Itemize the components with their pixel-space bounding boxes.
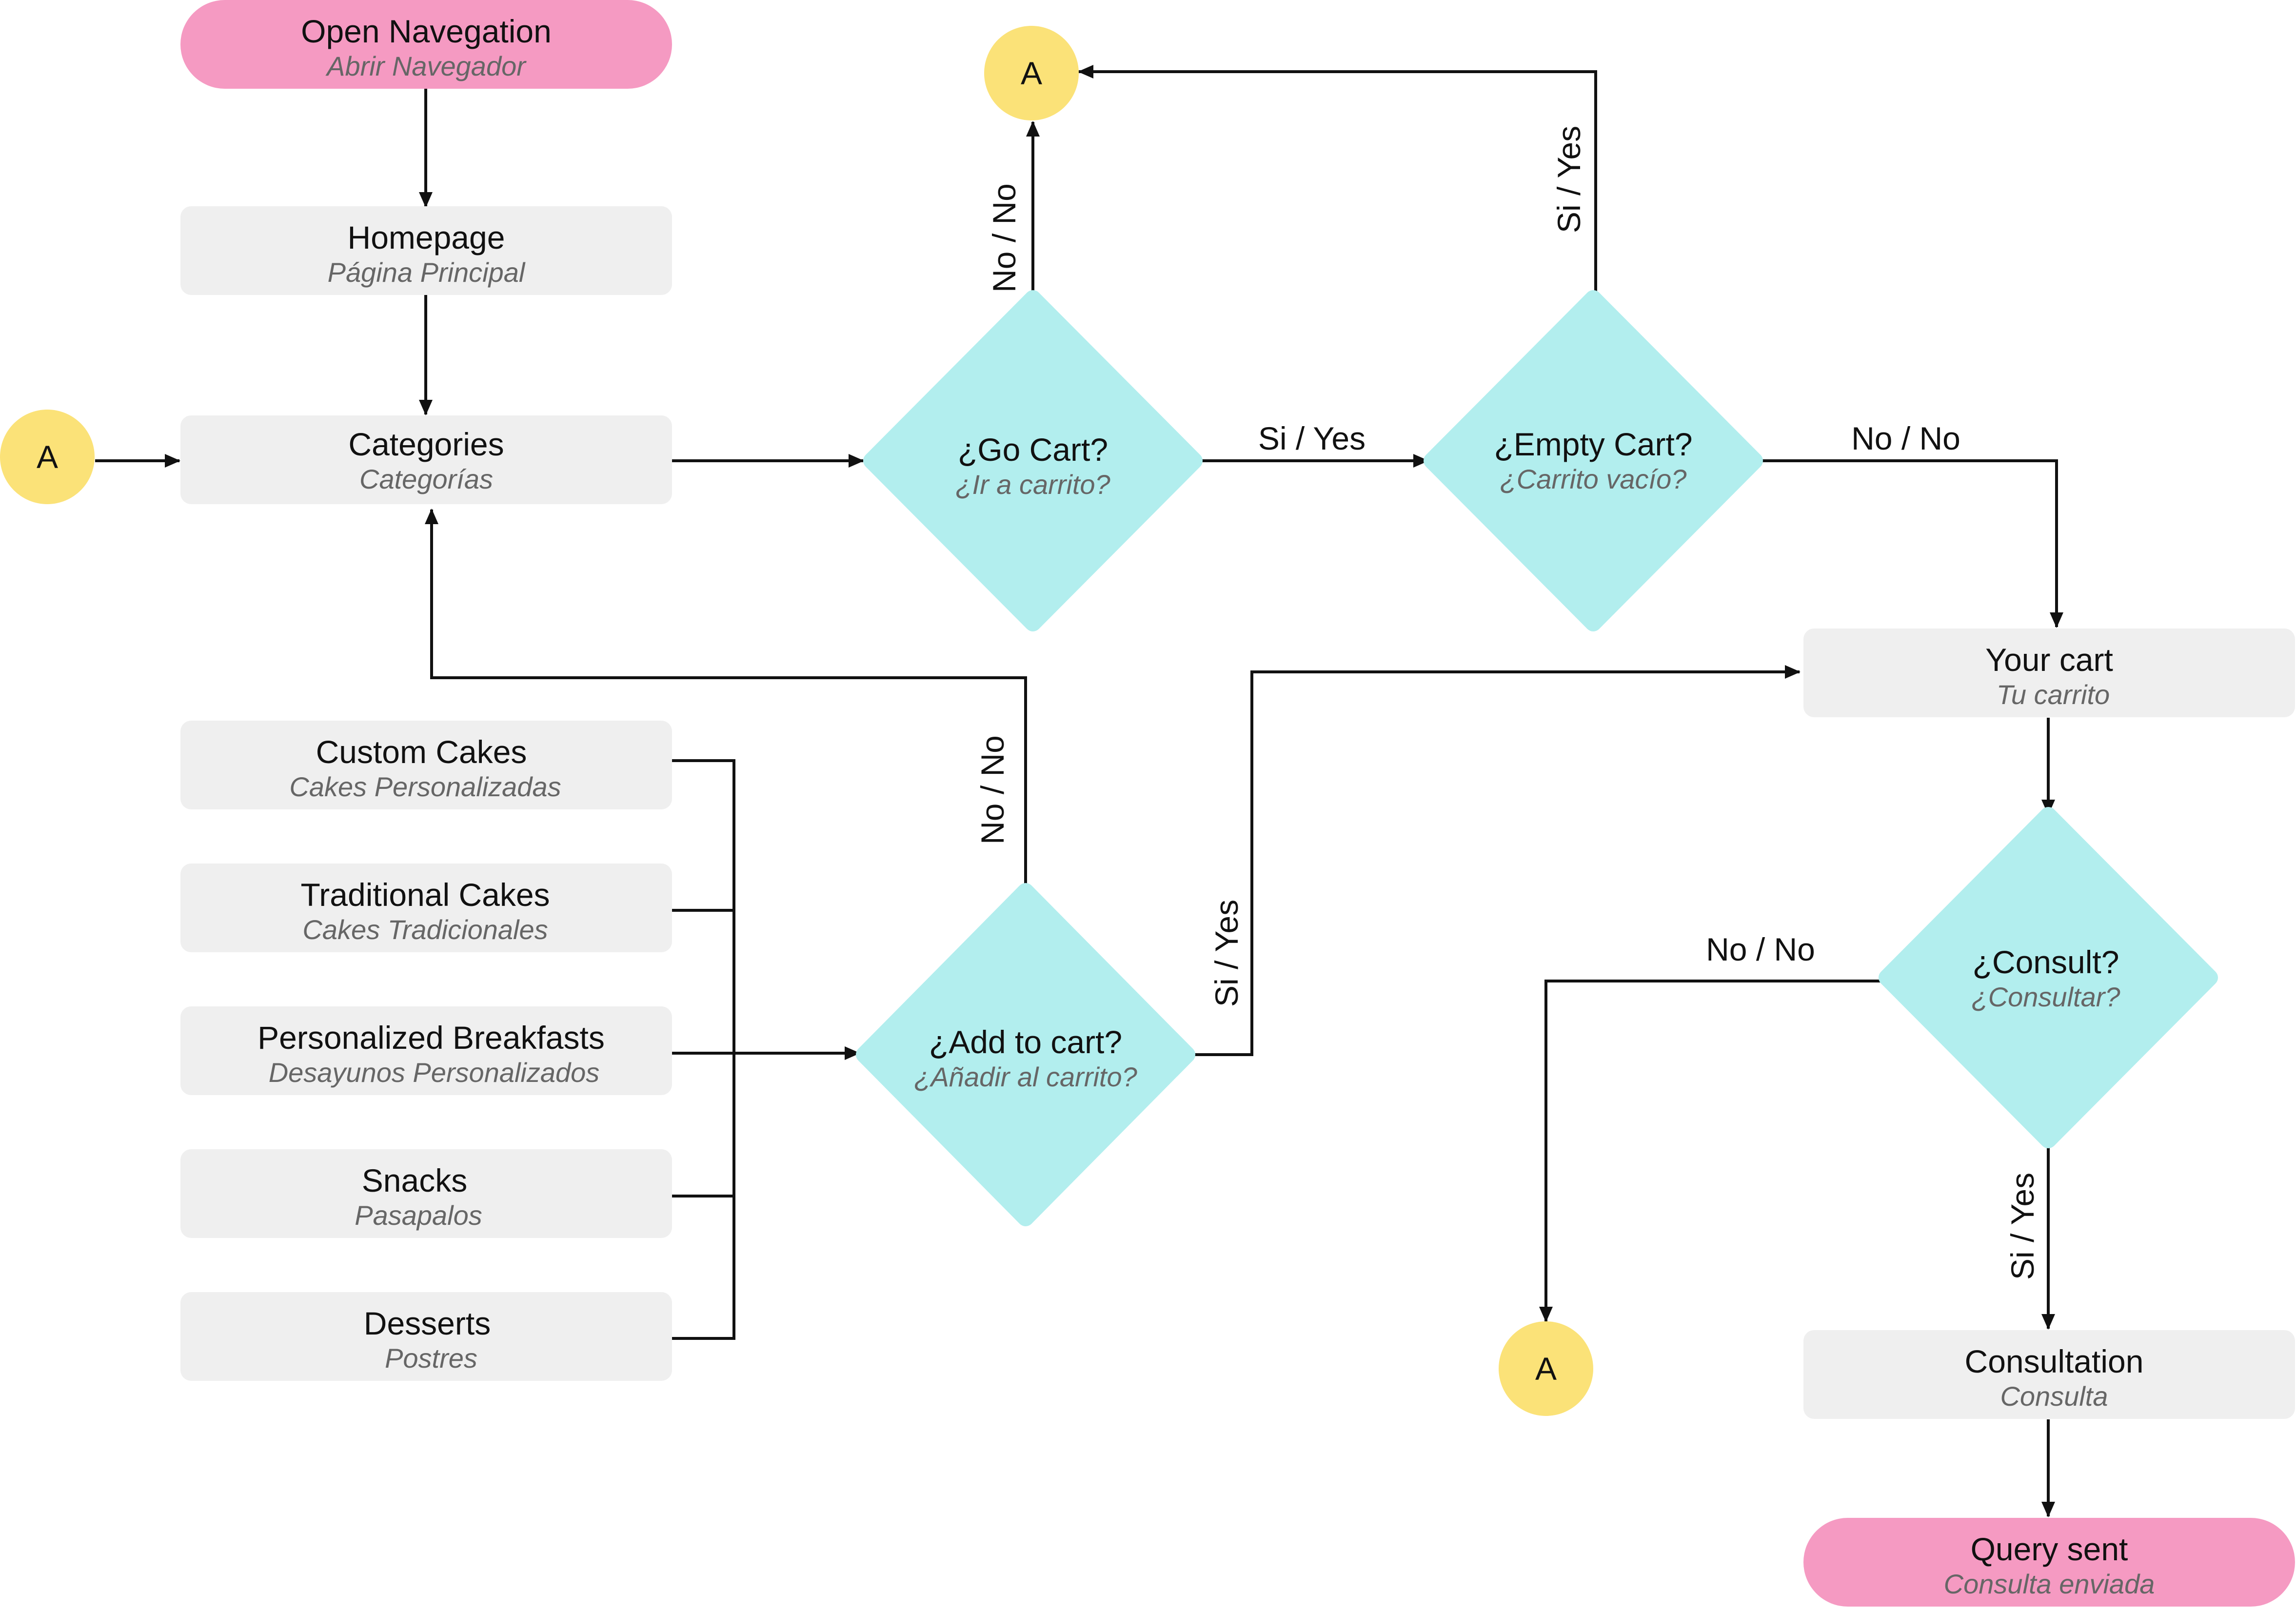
edge-labels: No / No Si / Yes Si / Yes No / No No / N… <box>974 126 2040 1280</box>
node-subtitle: Postres <box>385 1343 477 1374</box>
process-shape <box>180 206 672 295</box>
node-title: Traditional Cakes <box>300 877 550 913</box>
node-title: ¿Go Cart? <box>958 432 1108 468</box>
node-subtitle: Página Principal <box>328 257 526 288</box>
label-gocart-no: No / No <box>986 183 1022 293</box>
node-title: Desserts <box>364 1305 491 1341</box>
decision-shape <box>1879 807 2218 1148</box>
node-subtitle: ¿Añadir al carrito? <box>914 1061 1137 1092</box>
node-title: Open Navegation <box>301 13 552 49</box>
node-subtitle: ¿Ir a carrito? <box>955 469 1110 500</box>
node-your-cart: Your cart Tu carrito <box>1803 628 2295 717</box>
label-gocart-yes: Si / Yes <box>1258 420 1366 456</box>
node-snacks: Snacks Pasapalos <box>180 1149 672 1238</box>
label-addtocart-yes: Si / Yes <box>1208 900 1245 1007</box>
node-subtitle: Pasapalos <box>355 1200 482 1231</box>
label-consult-no: No / No <box>1706 931 1815 967</box>
connector-a-left: A <box>0 410 95 504</box>
node-subtitle: Categorías <box>359 464 493 494</box>
connector-circle <box>984 26 1079 120</box>
node-subtitle: Consulta <box>2000 1381 2108 1412</box>
process-shape <box>180 1292 672 1381</box>
terminal-shape <box>180 0 672 89</box>
edge-addtocart-no <box>425 509 1027 890</box>
decision-empty-cart: ¿Empty Cart? ¿Carrito vacío? <box>1424 290 1763 631</box>
node-query-sent: Query sent Consulta enviada <box>1803 1518 2295 1607</box>
decision-shape <box>863 290 1203 631</box>
node-subtitle: ¿Carrito vacío? <box>1500 464 1687 494</box>
process-shape <box>180 1006 672 1095</box>
node-categories: Categories Categorías <box>180 415 672 504</box>
node-desserts: Desserts Postres <box>180 1292 672 1381</box>
terminal-shape <box>1803 1518 2295 1607</box>
edges <box>95 65 2063 1517</box>
node-title: Homepage <box>348 219 505 255</box>
node-title: Query sent <box>1971 1531 2128 1567</box>
node-consultation: Consultation Consulta <box>1803 1330 2295 1419</box>
node-title: Your cart <box>1985 642 2113 678</box>
decision-consult: ¿Consult? ¿Consultar? <box>1879 807 2218 1148</box>
node-subtitle: Desayunos Personalizados <box>269 1057 600 1088</box>
node-title: ¿Add to cart? <box>929 1024 1122 1060</box>
node-subtitle: Abrir Navegador <box>325 51 527 81</box>
edge-emptycart-yes <box>1078 65 1597 299</box>
node-open-navigation: Open Navegation Abrir Navegador <box>180 0 672 89</box>
node-title: Consultation <box>1965 1343 2144 1379</box>
node-subtitle: Consulta enviada <box>1944 1569 2155 1599</box>
connector-label: A <box>1021 55 1042 91</box>
decision-add-to-cart: ¿Add to cart? ¿Añadir al carrito? <box>856 883 1195 1226</box>
connector-circle <box>1499 1321 1593 1416</box>
edge-consult-no <box>1539 980 1885 1322</box>
node-subtitle: Tu carrito <box>1997 679 2110 710</box>
label-addtocart-no: No / No <box>974 735 1010 844</box>
connector-a-top: A <box>984 26 1079 120</box>
connector-a-bottom: A <box>1499 1321 1593 1416</box>
node-homepage: Homepage Página Principal <box>180 206 672 295</box>
connector-label: A <box>1535 1351 1557 1387</box>
node-traditional-cakes: Traditional Cakes Cakes Tradicionales <box>180 864 672 952</box>
process-shape <box>1803 1330 2295 1419</box>
node-subtitle: Cakes Personalizadas <box>289 771 561 802</box>
decision-go-cart: ¿Go Cart? ¿Ir a carrito? <box>863 290 1203 631</box>
node-title: Categories <box>348 426 504 462</box>
edge-emptycart-no <box>1756 459 2063 628</box>
label-consult-yes: Si / Yes <box>2004 1173 2040 1280</box>
node-custom-cakes: Custom Cakes Cakes Personalizadas <box>180 721 672 809</box>
node-personalized-breakfasts: Personalized Breakfasts Desayunos Person… <box>180 1006 672 1095</box>
process-shape <box>1803 628 2295 717</box>
node-subtitle: Cakes Tradicionales <box>302 914 548 945</box>
edge-addtocart-yes <box>1186 665 1801 1056</box>
node-subtitle: ¿Consultar? <box>1971 982 2120 1012</box>
category-bracket <box>672 759 860 1340</box>
decision-shape <box>856 883 1195 1226</box>
label-emptycart-yes: Si / Yes <box>1551 126 1587 233</box>
connector-circle <box>0 410 95 504</box>
node-title: Snacks <box>362 1162 467 1198</box>
process-shape <box>180 1149 672 1238</box>
decision-shape <box>1424 290 1763 631</box>
process-shape <box>180 415 672 504</box>
node-title: Personalized Breakfasts <box>257 1020 605 1056</box>
node-title: Custom Cakes <box>316 734 527 770</box>
node-title: ¿Empty Cart? <box>1494 426 1692 462</box>
label-emptycart-no: No / No <box>1851 420 1960 456</box>
node-title: ¿Consult? <box>1973 944 2119 980</box>
connector-label: A <box>37 439 58 475</box>
process-shape <box>180 721 672 809</box>
process-shape <box>180 864 672 952</box>
